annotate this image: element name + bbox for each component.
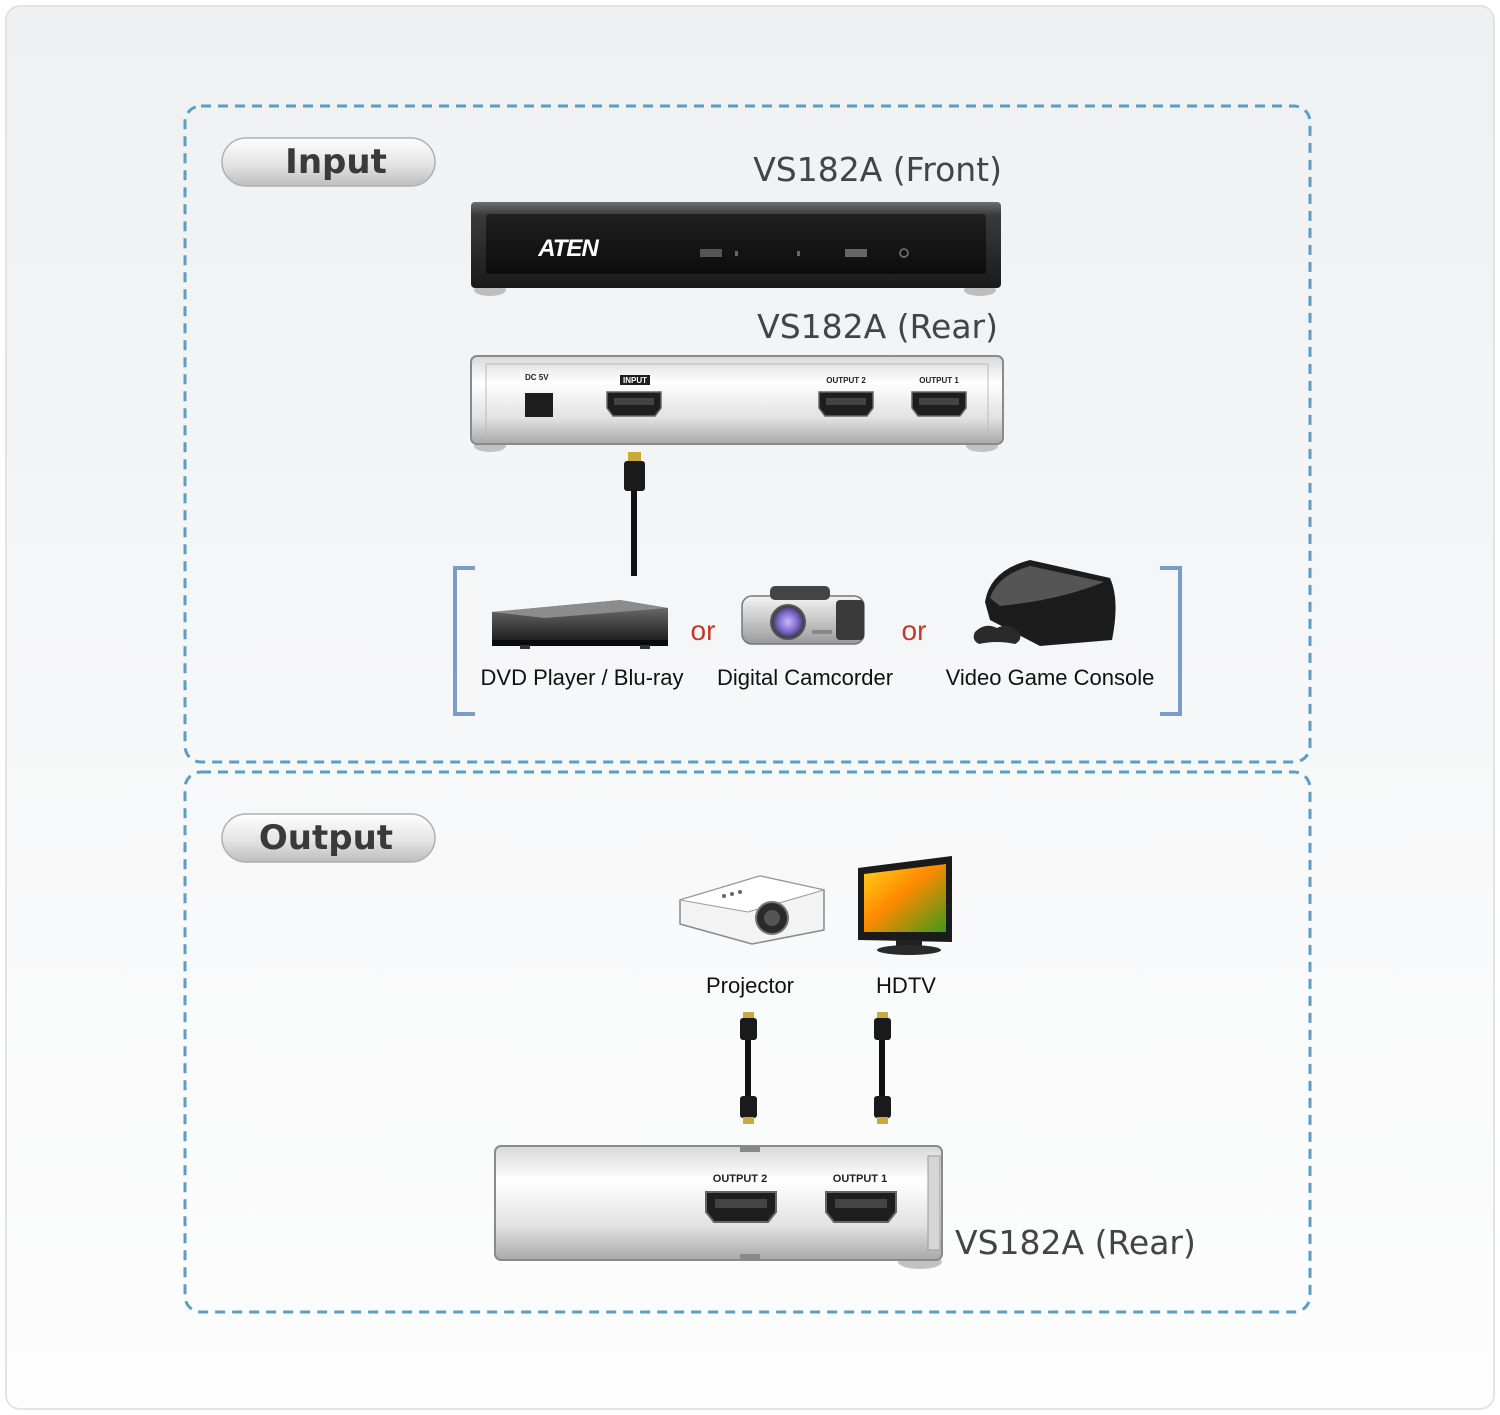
hdmi-cable-input xyxy=(624,452,645,576)
or-separator-2: or xyxy=(902,615,927,646)
source-label-dvd: DVD Player / Blu-ray xyxy=(481,665,684,690)
input-section-border xyxy=(183,104,1312,764)
rear-model-label-output: VS182A (Rear) xyxy=(955,1223,1196,1262)
power-icon xyxy=(899,248,909,258)
output-title-pill: Output xyxy=(221,813,436,863)
output1-port-label-input: OUTPUT 1 xyxy=(919,376,959,385)
dc-port-label: DC 5V xyxy=(525,373,549,382)
output1-port-label-output: OUTPUT 1 xyxy=(833,1173,887,1185)
output-title: Output xyxy=(259,818,393,858)
aten-logo: ATEN xyxy=(537,235,599,262)
hdtv-icon xyxy=(858,856,952,955)
source-label-camcorder: Digital Camcorder xyxy=(717,665,893,690)
output2-port-label-input: OUTPUT 2 xyxy=(826,376,866,385)
rear-model-label-input: VS182A (Rear) xyxy=(757,307,998,346)
right-bracket xyxy=(1160,566,1182,716)
camcorder-icon xyxy=(741,586,865,645)
dc-power-jack xyxy=(525,393,553,417)
output-section-border xyxy=(183,770,1312,1314)
hdmi-cable-output1 xyxy=(874,1012,891,1124)
display-label-hdtv: HDTV xyxy=(876,973,936,998)
left-bracket xyxy=(453,566,475,716)
vs182a-rear-unit-input: DC 5V INPUT OUTPUT 2 OUTPUT 1 xyxy=(470,355,1004,452)
vs182a-rear-unit-output: OUTPUT 2 OUTPUT 1 xyxy=(494,1145,943,1269)
vs182a-front-unit: ATEN xyxy=(471,202,1001,296)
hdmi-cable-output2 xyxy=(740,1012,757,1124)
projector-icon xyxy=(679,875,825,945)
input-title: Input xyxy=(285,142,387,182)
game-console-icon xyxy=(973,560,1116,646)
dvd-player-icon xyxy=(492,600,668,649)
input-port-label: INPUT xyxy=(623,376,647,385)
display-label-projector: Projector xyxy=(706,973,794,998)
source-label-console: Video Game Console xyxy=(946,665,1155,690)
front-model-label: VS182A (Front) xyxy=(753,150,1002,189)
input-title-pill: Input xyxy=(221,137,436,187)
output2-port-label-output: OUTPUT 2 xyxy=(713,1173,767,1185)
or-separator-1: or xyxy=(691,615,716,646)
